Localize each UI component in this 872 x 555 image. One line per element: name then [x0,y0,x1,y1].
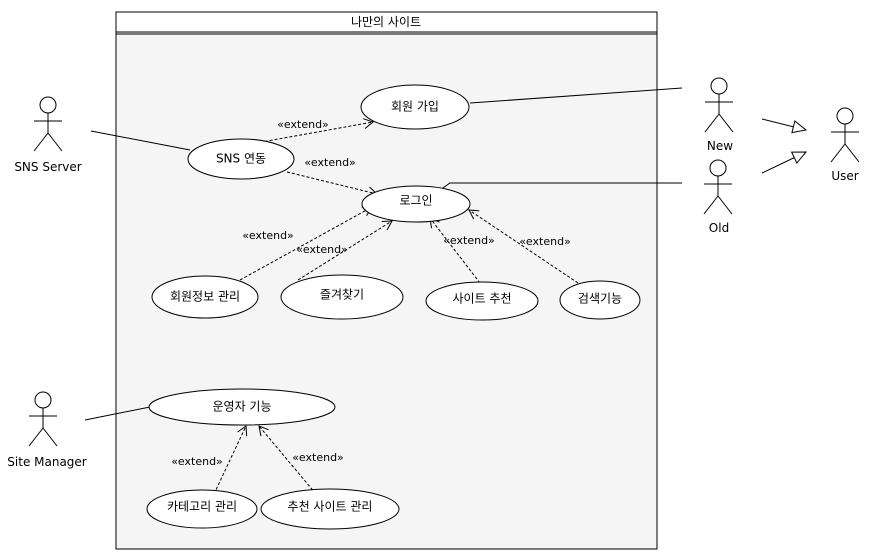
extend-sns-login [286,171,379,198]
extend-label-signup: «extend» [277,118,329,131]
use-case-member-info-label: 회원정보 관리 [170,290,240,304]
actor-sns-server-label: SNS Server [14,160,81,174]
use-case-login-label: 로그인 [399,194,432,208]
actor-new-user-label: New [707,139,733,153]
use-case-operator[interactable]: 운영자 기능 [148,388,336,426]
extend-member-login [239,206,373,281]
assoc-sns-server [90,130,191,151]
extend-label-recommend: «extend» [443,234,495,247]
use-case-favorites-label: 즐겨찾기 [320,288,364,302]
use-case-member-info[interactable]: 회원정보 관리 [151,275,259,319]
extend-category-operator [213,425,248,495]
stick-figure-icon [704,77,734,133]
use-case-favorites[interactable]: 즐겨찾기 [280,274,404,320]
generalization-new-user [761,118,808,134]
stick-figure-icon [33,96,63,152]
generalization-old-user [761,151,808,174]
actor-old-user-label: Old [709,221,729,235]
extend-relations [213,118,579,495]
actor-site-manager[interactable]: Site Manager [7,391,87,469]
extend-label-sns-login: «extend» [304,156,356,169]
extend-search-login [468,209,579,284]
use-case-category[interactable]: 카테고리 관리 [146,489,258,529]
use-case-recommend-mgmt-label: 추천 사이트 관리 [288,499,373,514]
use-case-search[interactable]: 검색기능 [559,280,641,320]
extend-label-member: «extend» [242,229,294,242]
use-case-sns[interactable]: SNS 연동 [187,138,295,180]
stick-figure-icon [28,391,58,447]
actor-new-user[interactable]: New [704,77,734,153]
use-case-search-label: 검색기능 [578,292,622,306]
use-case-sns-label: SNS 연동 [216,152,266,166]
use-case-login[interactable]: 로그인 [361,185,471,223]
assoc-new-signup [469,87,683,104]
use-case-recommend-label: 사이트 추천 [452,291,511,306]
use-case-recommend-mgmt[interactable]: 추천 사이트 관리 [260,488,400,530]
extend-recommend-login [429,217,481,284]
extend-label-search: «extend» [519,235,571,248]
use-case-operator-label: 운영자 기능 [212,400,271,414]
actor-old-user[interactable]: Old [703,159,733,235]
extend-label-recommend-mgmt: «extend» [292,451,344,464]
actor-user[interactable]: User [830,107,860,183]
extend-favorites-login [297,220,393,281]
stick-figure-icon [703,159,733,215]
assoc-site-manager [84,406,151,421]
generalizations [761,118,808,174]
system-title: 나만의 사이트 [351,15,421,29]
extend-label-category: «extend» [171,455,223,468]
use-case-recommend[interactable]: 사이트 추천 [425,281,539,321]
actor-site-manager-label: Site Manager [7,455,87,469]
stick-figure-icon [830,107,860,163]
use-case-signup-label: 회원 가입 [391,100,439,114]
use-case-signup[interactable]: 회원 가입 [360,84,470,130]
extend-label-favorites: «extend» [296,243,348,256]
extend-labels: «extend» «extend» «extend» «extend» «ext… [171,118,571,468]
actor-user-label: User [831,169,858,183]
associations [84,87,683,421]
actor-sns-server[interactable]: SNS Server [14,96,82,174]
assoc-old-login [439,182,682,191]
use-case-category-label: 카테고리 관리 [167,500,237,514]
